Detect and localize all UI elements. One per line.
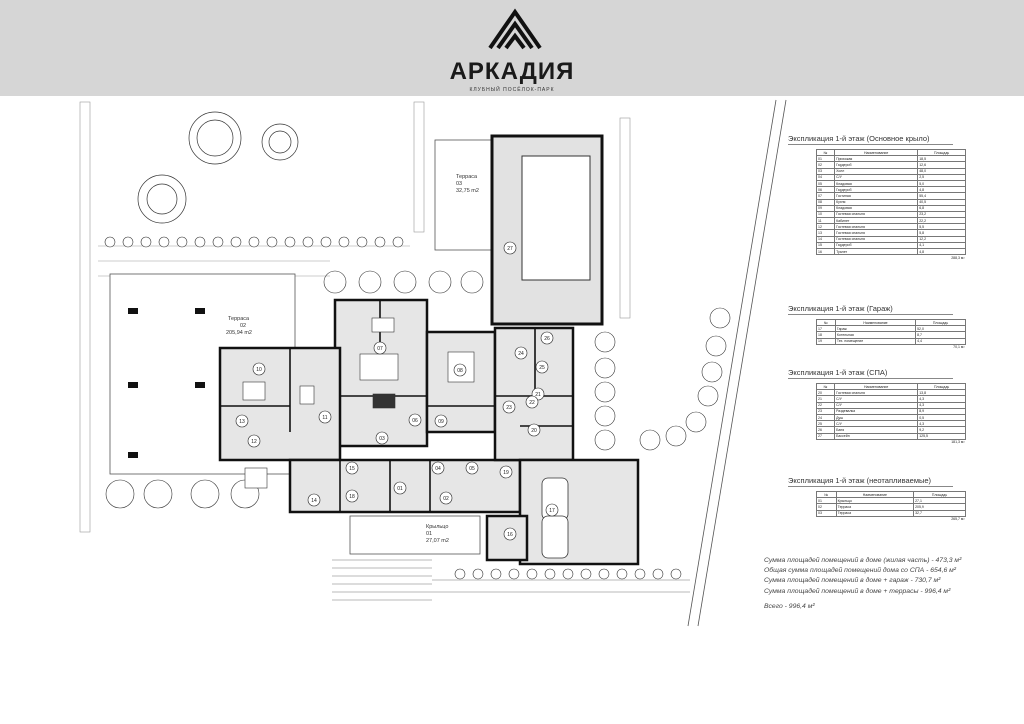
porch-label: Крыльцо: [426, 524, 448, 530]
room-number: 16: [507, 532, 513, 538]
room-number: 07: [377, 346, 383, 352]
pool: [521, 155, 591, 281]
legend-title: Экспликация 1-й этаж (Гараж): [788, 304, 953, 315]
arkadia-logo-icon: [488, 8, 542, 50]
room-number: 26: [544, 336, 550, 342]
summary-line: Сумма площадей помещений в доме + гараж …: [764, 577, 941, 585]
room-number: 21: [535, 392, 541, 398]
floor-plan: Терраса 02 205,94 m2 Терраса 03 32,75 m2: [79, 101, 731, 601]
room-number: 22: [529, 400, 535, 406]
room-number: 11: [322, 415, 327, 421]
room-number: 05: [469, 466, 475, 472]
room-number: 27: [507, 246, 513, 252]
terrace-03-label: Терраса: [456, 174, 478, 180]
room-number: 23: [506, 405, 512, 411]
room-number: 12: [251, 439, 257, 445]
room-number: 18: [349, 494, 355, 500]
legend-title: Экспликация 1-й этаж (СПА): [788, 368, 953, 379]
terrace-02-label: Терраса: [228, 316, 250, 322]
car-icon: [541, 515, 569, 559]
room-number: 13: [239, 419, 245, 425]
site-boundary: [687, 99, 787, 627]
room-number: 25: [539, 365, 545, 371]
summary-total: Всего - 996,4 м²: [764, 602, 815, 610]
summary-line: Общая сумма площадей помещений дома со С…: [764, 567, 957, 575]
room-number: 06: [412, 418, 418, 424]
room-number: 08: [457, 368, 463, 374]
room-number: 14: [311, 498, 317, 504]
room-number: 17: [549, 508, 555, 514]
terrace-03-num: 03: [456, 181, 462, 187]
header-band: АРКАДИЯ КЛУБНЫЙ ПОСЁЛОК-ПАРК: [0, 0, 1024, 96]
room-number: 10: [256, 367, 262, 373]
room-number: 15: [349, 466, 355, 472]
terrace-03-area: 32,75 m2: [456, 188, 479, 194]
room-number: 09: [438, 419, 444, 425]
guest-wing: [218, 346, 342, 462]
porch-area: 27,07 m2: [426, 538, 449, 544]
room-number: 03: [379, 436, 385, 442]
brand-tagline: КЛУБНЫЙ ПОСЁЛОК-ПАРК: [469, 87, 555, 93]
terrace-03: [434, 139, 496, 251]
room-number: 24: [518, 351, 524, 357]
room-number: 04: [435, 466, 441, 472]
legend-title: Экспликация 1-й этаж (Основное крыло): [788, 134, 953, 145]
legend-title: Экспликация 1-й этаж (неотапливаемые): [788, 476, 953, 487]
porch: [349, 515, 481, 555]
room-number: 20: [531, 428, 537, 434]
garage-block: [518, 458, 640, 566]
terrace-02-area: 205,94 m2: [226, 330, 252, 336]
porch-num: 01: [426, 531, 432, 537]
area-summary: Сумма площадей помещений в доме (жилая ч…: [764, 556, 1014, 612]
room-number: 02: [443, 496, 449, 502]
brand-name: АРКАДИЯ: [449, 58, 575, 85]
terrace-02-num: 02: [240, 323, 246, 329]
tree-icon: [137, 111, 299, 224]
summary-line: Сумма площадей помещений в доме (жилая ч…: [764, 557, 962, 564]
summary-line: Сумма площадей помещений в доме + террас…: [764, 587, 951, 595]
room-number: 19: [503, 470, 509, 476]
room-number: 01: [397, 486, 403, 492]
